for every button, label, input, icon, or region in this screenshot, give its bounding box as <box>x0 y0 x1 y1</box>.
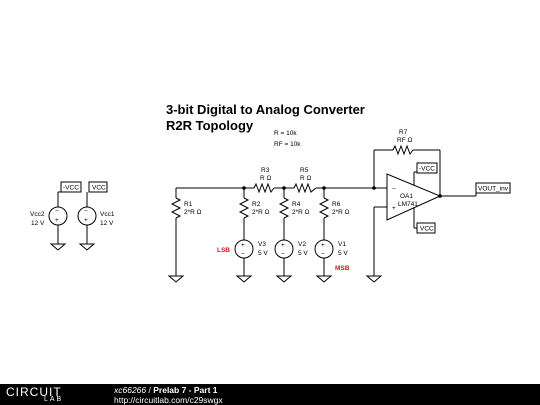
vcc2-value: 12 V <box>31 220 45 227</box>
svg-text:R5: R5 <box>300 167 309 174</box>
svg-text:R2: R2 <box>252 201 261 208</box>
footer-bar: CIRCUIT LAB xc66266 / Prelab 7 - Part 1 … <box>0 384 540 405</box>
footer-project[interactable]: Prelab 7 - Part 1 <box>153 385 218 395</box>
svg-text:−: − <box>392 186 396 193</box>
resistor-r1: R1 2*R Ω <box>170 197 202 219</box>
svg-text:R1: R1 <box>184 201 193 208</box>
branch-msb: R6 2*R Ω + − V1 5 V MSB <box>314 188 350 283</box>
svg-text:5 V: 5 V <box>258 250 268 257</box>
footer-user[interactable]: xc66266 <box>114 385 147 395</box>
schematic-subtitle: R2R Topology <box>166 118 254 133</box>
svg-text:+: + <box>55 217 59 224</box>
resistor-r5: R5 R Ω <box>293 167 317 194</box>
svg-text:2*R Ω: 2*R Ω <box>184 209 202 216</box>
svg-text:−: − <box>281 251 285 258</box>
svg-text:+: + <box>281 242 285 249</box>
svg-text:RF Ω: RF Ω <box>397 137 412 144</box>
svg-text:R6: R6 <box>332 201 341 208</box>
footer-project-line: xc66266 / Prelab 7 - Part 1 <box>114 385 218 395</box>
svg-text:VCC: VCC <box>92 185 106 192</box>
vcc1-value: 12 V <box>100 220 114 227</box>
vcc1-source: − + VCC Vcc1 12 V <box>77 181 115 251</box>
footer-url[interactable]: http://circuitlab.com/c29swgx <box>114 395 223 405</box>
branch-lsb: R2 2*R Ω + − V3 5 V LSB <box>217 188 270 283</box>
svg-text:R7: R7 <box>399 129 408 136</box>
svg-text:+: + <box>84 217 88 224</box>
svg-text:−: − <box>241 251 245 258</box>
msb-label: MSB <box>335 265 350 272</box>
svg-text:R Ω: R Ω <box>260 175 272 182</box>
vcc-tag-opamp <box>416 222 436 234</box>
svg-text:−: − <box>84 208 88 215</box>
svg-text:+: + <box>321 242 325 249</box>
neg-vcc-tag-left <box>60 181 82 193</box>
param-rf: RF = 10k <box>274 141 301 148</box>
svg-text:R3: R3 <box>261 167 270 174</box>
svg-text:-VCC: -VCC <box>63 185 79 192</box>
svg-text:R Ω: R Ω <box>300 175 312 182</box>
neg-vcc-tag-opamp <box>416 162 438 174</box>
svg-text:2*R Ω: 2*R Ω <box>252 209 270 216</box>
svg-text:−: − <box>55 208 59 215</box>
vcc2-name: Vcc2 <box>30 211 45 218</box>
opamp-oa1: − + OA1 LM741 R7 RF Ω -VCC VCC VOUT_inv <box>365 129 511 283</box>
vout-label: VOUT_inv <box>478 186 509 193</box>
svg-text:+: + <box>241 242 245 249</box>
svg-text:V3: V3 <box>258 241 266 248</box>
vout-tag <box>475 182 511 194</box>
svg-text:-VCC: -VCC <box>419 166 435 173</box>
svg-text:+: + <box>392 205 396 212</box>
svg-text:−: − <box>321 251 325 258</box>
resistor-r3: R3 R Ω <box>253 167 275 194</box>
vcc2-source: − + -VCC Vcc2 12 V <box>30 181 82 251</box>
svg-text:LM741: LM741 <box>398 201 418 208</box>
svg-text:5 V: 5 V <box>298 250 308 257</box>
svg-text:VCC: VCC <box>420 226 434 233</box>
schematic-title: 3-bit Digital to Analog Converter <box>166 102 365 117</box>
footer-info: xc66266 / Prelab 7 - Part 1 http://circu… <box>114 385 223 405</box>
circuitlab-logo-sub: LAB <box>44 396 64 403</box>
svg-text:V1: V1 <box>338 241 346 248</box>
param-r: R = 10k <box>274 130 297 137</box>
vcc1-name: Vcc1 <box>100 211 115 218</box>
svg-text:5 V: 5 V <box>338 250 348 257</box>
svg-text:2*R Ω: 2*R Ω <box>332 209 350 216</box>
svg-text:R4: R4 <box>292 201 301 208</box>
svg-text:V2: V2 <box>298 241 306 248</box>
svg-text:2*R Ω: 2*R Ω <box>292 209 310 216</box>
circuitlab-logo: CIRCUIT <box>6 385 62 399</box>
vcc-tag-left <box>88 181 108 193</box>
branch-mid: R4 2*R Ω + − V2 5 V <box>274 188 310 283</box>
svg-text:OA1: OA1 <box>400 193 413 200</box>
lsb-label: LSB <box>217 247 230 254</box>
